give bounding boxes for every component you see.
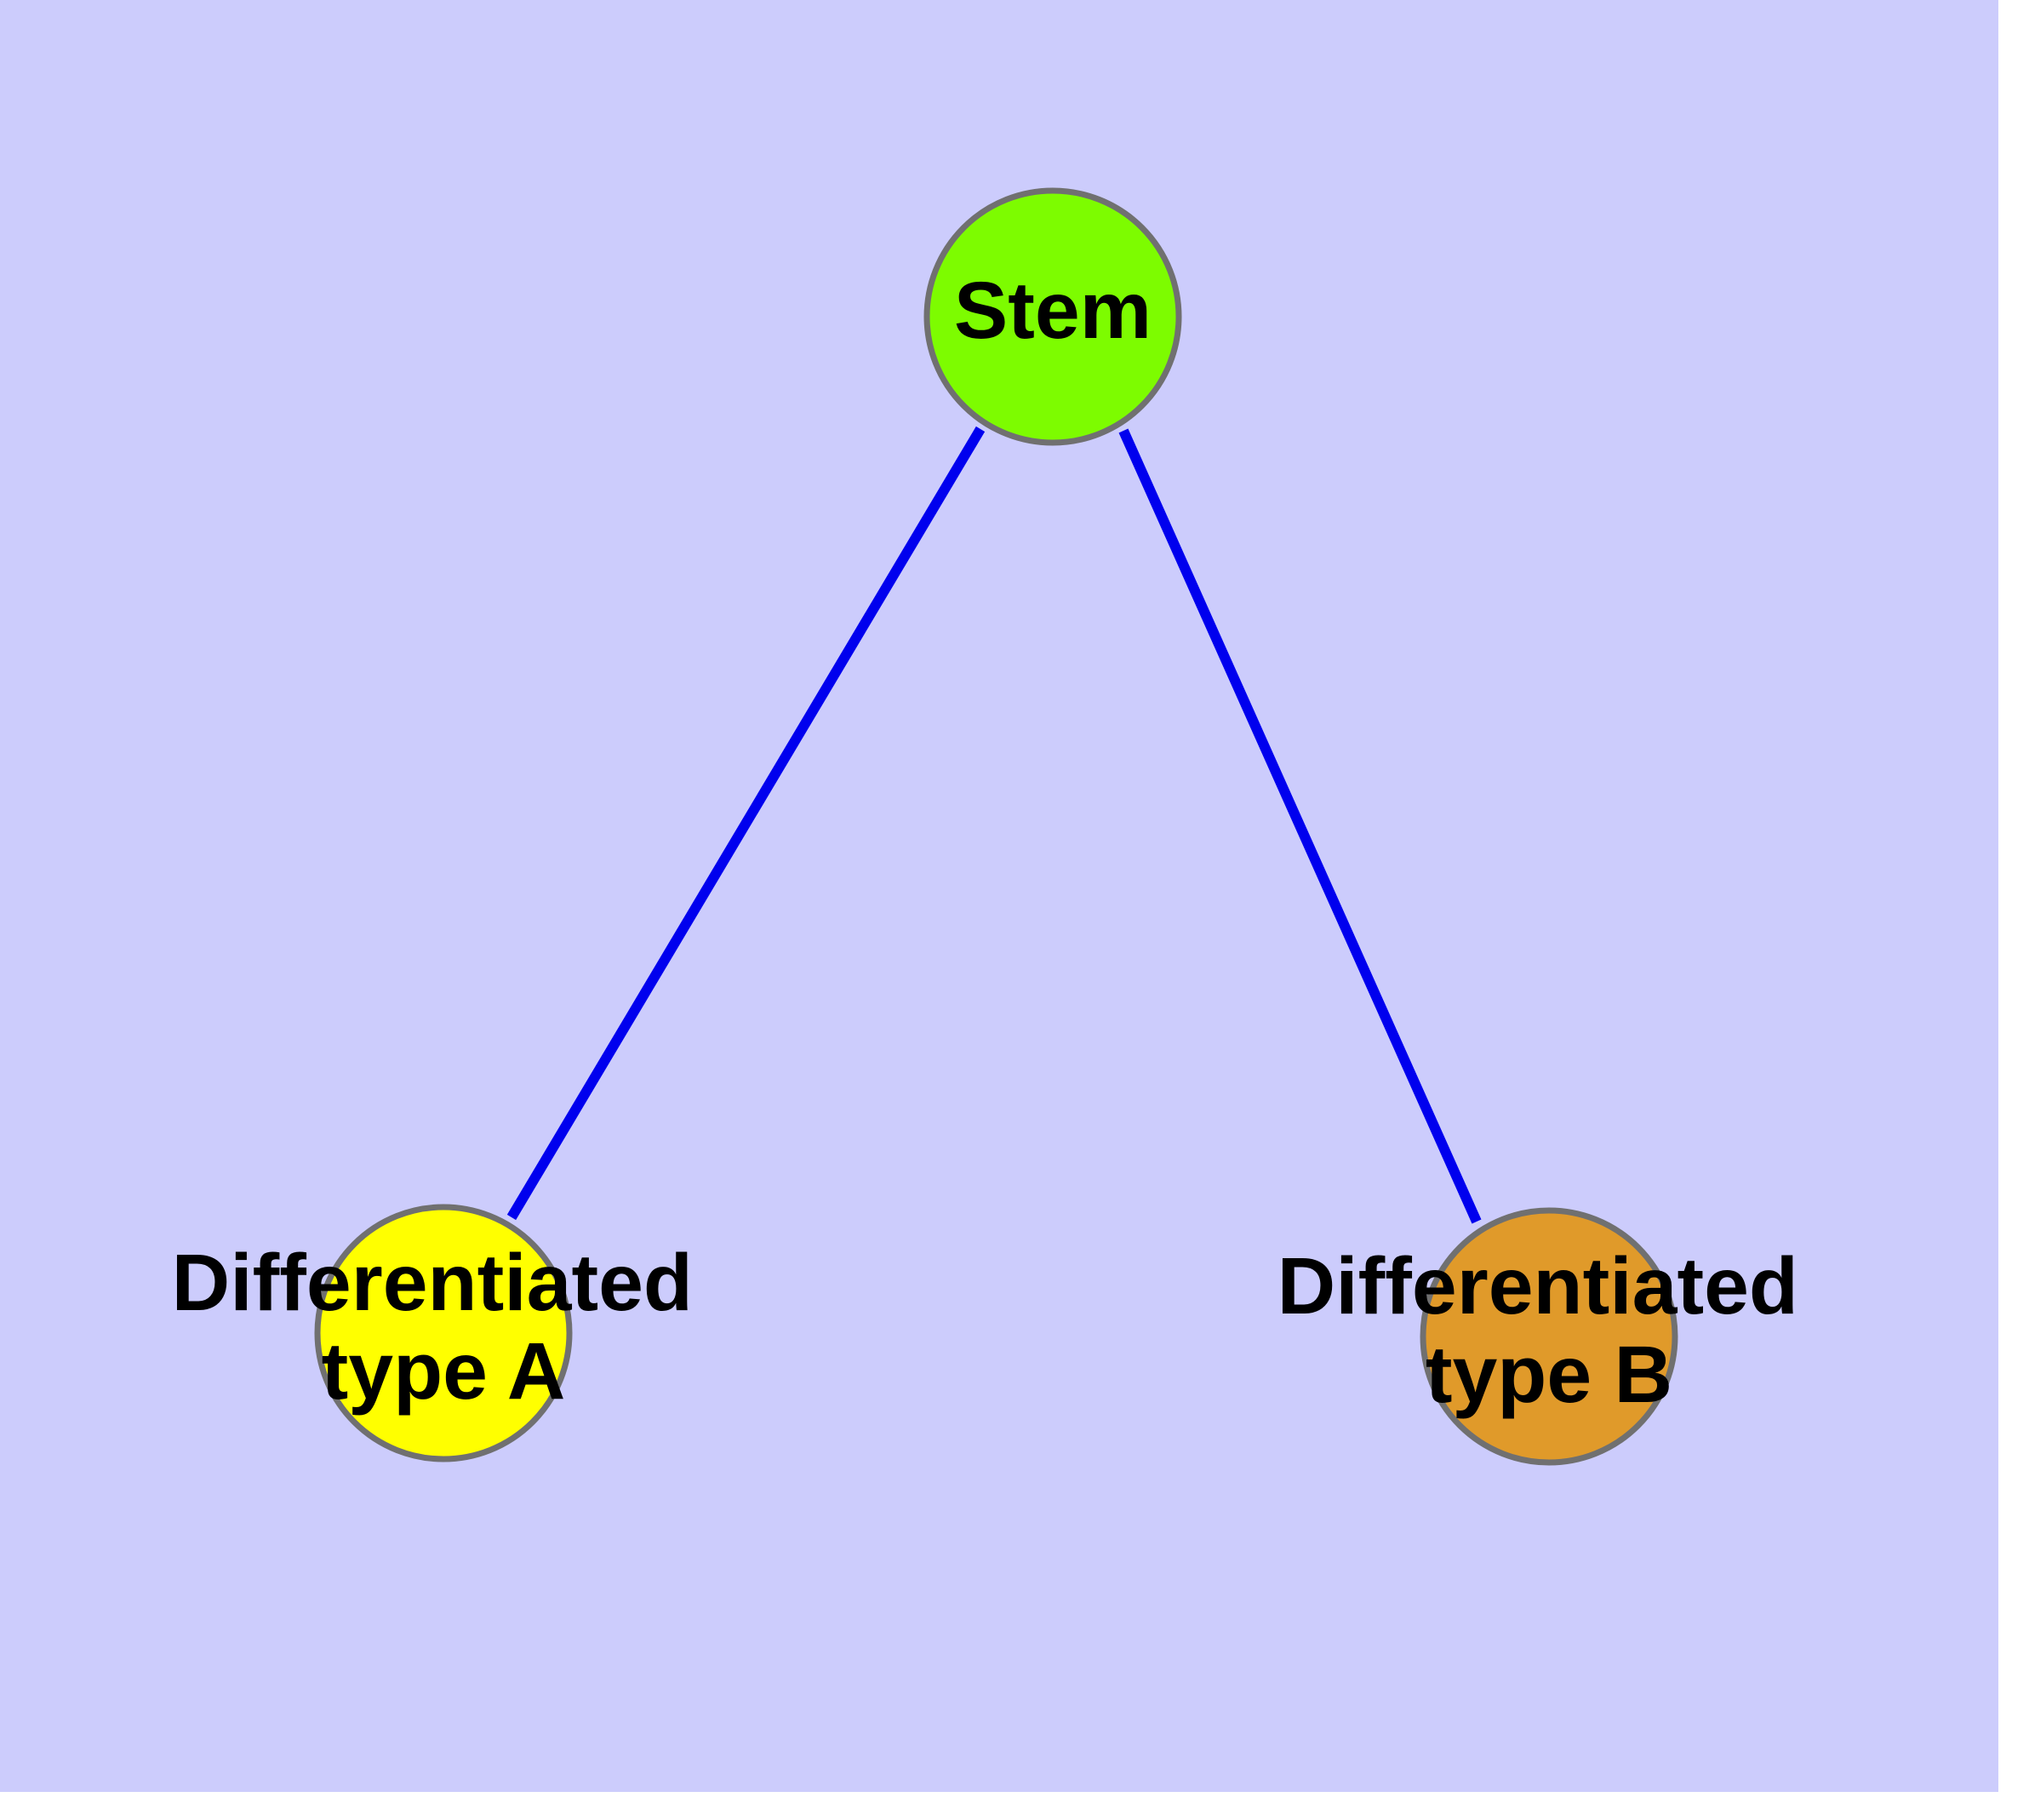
node-stem[interactable]: Stem [923, 187, 1182, 446]
node-stem-label: Stem [954, 266, 1152, 356]
edge-stem-to-diff-a[interactable] [506, 426, 986, 1221]
node-stem-circle[interactable] [923, 187, 1182, 446]
node-diff-a[interactable]: Differentiated type A [172, 1204, 716, 1462]
node-diff-b-label-line-1: Differentiated [1277, 1241, 1798, 1331]
node-layer: Stem Differentiated type A Differentiate… [172, 187, 1821, 1466]
node-diff-b-label: Differentiated type B [1277, 1241, 1821, 1420]
node-diff-b-circle[interactable] [1420, 1207, 1678, 1466]
node-diff-b[interactable]: Differentiated type B [1277, 1207, 1821, 1466]
edge-stem-to-diff-b[interactable] [1118, 428, 1482, 1224]
node-diff-a-circle[interactable] [314, 1204, 573, 1462]
edge-layer [506, 426, 1482, 1224]
node-stem-label-line-1: Stem [954, 266, 1152, 356]
node-diff-a-label: Differentiated type A [172, 1238, 716, 1417]
node-diff-a-label-line-2: type A [322, 1326, 566, 1417]
node-diff-a-label-line-1: Differentiated [172, 1238, 693, 1328]
node-diff-b-label-line-2: type B [1426, 1330, 1672, 1420]
